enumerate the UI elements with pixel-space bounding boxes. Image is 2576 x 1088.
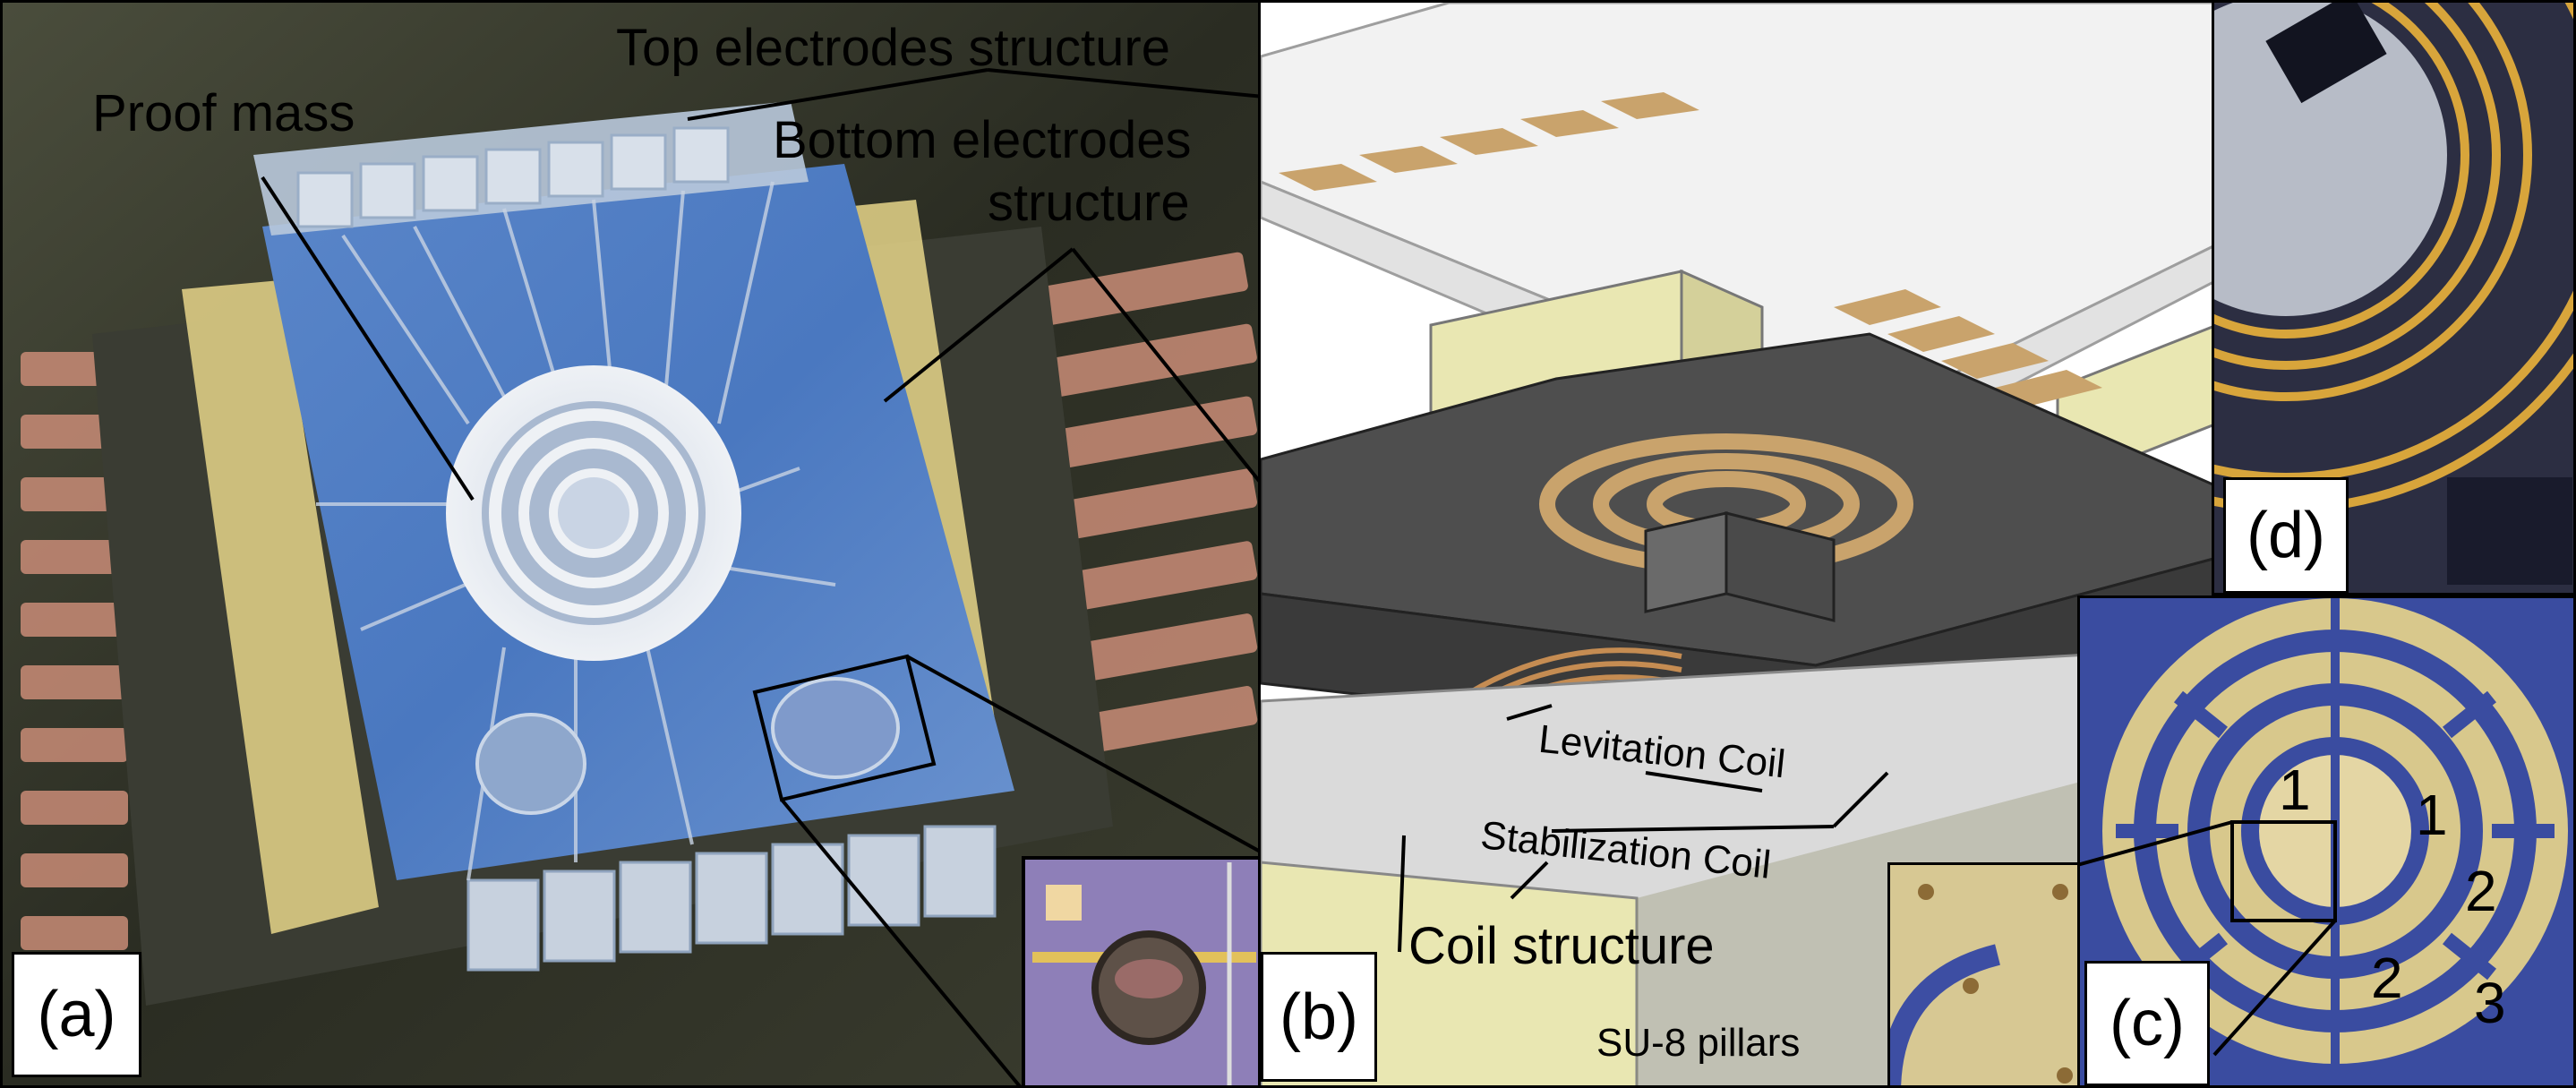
zone-number-3: 3: [2474, 971, 2506, 1035]
device-render: [1261, 3, 2212, 1085]
su8-pillars-label: SU-8 pillars: [1596, 1021, 1801, 1065]
bottom-electrodes-label-line1: Bottom electrodes: [773, 111, 1192, 169]
panel-c: 1 1 2 2 3 (c): [2077, 595, 2576, 1088]
proof-mass-label: Proof mass: [92, 84, 355, 142]
panel-c-tag: (c): [2084, 961, 2210, 1085]
coil-structure-label: Coil structure: [1408, 917, 1715, 975]
bottom-electrodes-label-line2: structure: [988, 174, 1190, 232]
panel-a-tag: (a): [12, 952, 141, 1077]
panel-b-tag: (b): [1261, 952, 1377, 1082]
top-electrodes-label: Top electrodes structure: [616, 19, 1170, 77]
panel-d-tag: (d): [2223, 477, 2349, 593]
electrode-zoom: [1890, 865, 2091, 1085]
zone-number-1b: 1: [2416, 783, 2448, 847]
zone-number-2a: 2: [2465, 859, 2497, 923]
zone-number-2b: 2: [2371, 946, 2403, 1010]
panel-a: Proof mass Top electrodes structure Bott…: [0, 0, 1261, 1088]
zone-number-1a: 1: [2279, 758, 2311, 822]
panel-b: Levitation Coil Stabilization Coil Coil …: [1258, 0, 2214, 1088]
panel-b-inset: [1887, 862, 2093, 1085]
panel-d: (d): [2212, 0, 2576, 595]
